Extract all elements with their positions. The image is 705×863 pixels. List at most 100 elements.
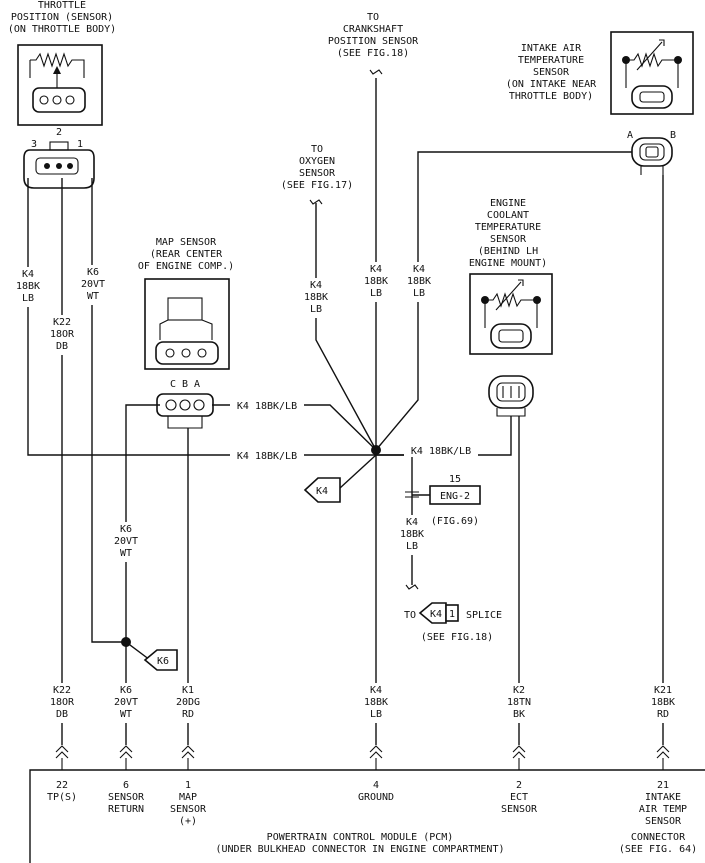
k4-map-wire-label: K4 18BK/LB xyxy=(237,401,297,412)
svg-text:18BK: 18BK xyxy=(16,281,40,292)
svg-text:SENSOR: SENSOR xyxy=(490,234,527,245)
svg-text:(SEE FIG.18): (SEE FIG.18) xyxy=(337,48,409,59)
svg-text:(ON INTAKE NEAR: (ON INTAKE NEAR xyxy=(506,79,597,90)
svg-text:SENSOR: SENSOR xyxy=(533,67,570,78)
svg-text:INTAKE AIR: INTAKE AIR xyxy=(521,43,582,54)
svg-text:RD: RD xyxy=(182,709,194,720)
k4-tps-wire-label: K4 18BK/LB xyxy=(237,451,297,462)
svg-text:POSITION SENSOR: POSITION SENSOR xyxy=(328,36,419,47)
svg-text:2: 2 xyxy=(516,780,522,791)
svg-text:THROTTLE BODY): THROTTLE BODY) xyxy=(509,91,593,102)
svg-text:LB: LB xyxy=(370,709,382,720)
svg-text:SENSOR: SENSOR xyxy=(501,804,538,815)
svg-text:TP(S): TP(S) xyxy=(47,792,77,803)
svg-text:K22: K22 xyxy=(53,317,71,328)
svg-text:OF ENGINE COMP.): OF ENGINE COMP.) xyxy=(138,261,234,272)
svg-text:LB: LB xyxy=(310,304,322,315)
svg-text:SENSOR: SENSOR xyxy=(299,168,336,179)
svg-text:4: 4 xyxy=(373,780,379,791)
svg-text:(SEE FIG.18): (SEE FIG.18) xyxy=(421,632,493,643)
svg-text:LB: LB xyxy=(413,288,425,299)
svg-text:18BK: 18BK xyxy=(364,697,388,708)
svg-text:(REAR CENTER: (REAR CENTER xyxy=(150,249,223,260)
svg-text:ENGINE: ENGINE xyxy=(490,198,526,209)
svg-text:(+): (+) xyxy=(179,816,197,827)
tps-pin-3: 3 xyxy=(31,139,37,150)
crankshaft-position-label: TO CRANKSHAFT POSITION SENSOR (SEE FIG.1… xyxy=(328,12,419,59)
svg-text:BK: BK xyxy=(513,709,525,720)
svg-text:21: 21 xyxy=(657,780,669,791)
svg-text:18TN: 18TN xyxy=(507,697,531,708)
svg-text:K6: K6 xyxy=(120,524,132,535)
svg-text:K4: K4 xyxy=(430,609,442,620)
svg-text:(SEE FIG.17): (SEE FIG.17) xyxy=(281,180,353,191)
svg-text:GROUND: GROUND xyxy=(358,792,394,803)
svg-text:K6: K6 xyxy=(157,656,169,667)
pcm-pin-marks xyxy=(55,745,670,770)
svg-text:18OR: 18OR xyxy=(50,697,75,708)
pcm-title-line2: (UNDER BULKHEAD CONNECTOR IN ENGINE COMP… xyxy=(216,844,505,855)
svg-text:TO: TO xyxy=(311,144,323,155)
k4-ect-wire-label: K4 18BK/LB xyxy=(411,446,471,457)
svg-text:TEMPERATURE: TEMPERATURE xyxy=(475,222,541,233)
svg-text:RD: RD xyxy=(657,709,669,720)
tps-title-line3: (ON THROTTLE BODY) xyxy=(8,24,116,35)
svg-text:CONNECTOR: CONNECTOR xyxy=(631,832,686,843)
wire-labels: K4 18BK LB K6 20VT WT K22 18OR DB K4 18B… xyxy=(16,262,478,562)
throttle-position-sensor: THROTTLE POSITION (SENSOR) (ON THROTTLE … xyxy=(8,0,116,189)
svg-text:SENSOR: SENSOR xyxy=(108,792,145,803)
svg-text:DB: DB xyxy=(56,341,68,352)
svg-text:18BK: 18BK xyxy=(407,276,431,287)
svg-text:ENG-2: ENG-2 xyxy=(440,491,470,502)
oxygen-sensor-label: TO OXYGEN SENSOR (SEE FIG.17) xyxy=(281,144,353,191)
svg-text:DB: DB xyxy=(56,709,68,720)
pcm-title-line1: POWERTRAIN CONTROL MODULE (PCM) xyxy=(267,832,454,843)
svg-text:20DG: 20DG xyxy=(176,697,200,708)
svg-text:K4: K4 xyxy=(310,280,322,291)
svg-text:K4: K4 xyxy=(22,269,34,280)
ground-splice-dot xyxy=(371,445,381,455)
svg-text:AIR TEMP: AIR TEMP xyxy=(639,804,687,815)
svg-text:22: 22 xyxy=(56,780,68,791)
svg-text:K21: K21 xyxy=(654,685,672,696)
svg-text:K4: K4 xyxy=(413,264,425,275)
svg-text:INTAKE: INTAKE xyxy=(645,792,681,803)
svg-text:MAP SENSOR: MAP SENSOR xyxy=(156,237,217,248)
iat-pin-a: A xyxy=(627,130,633,141)
svg-text:18BK: 18BK xyxy=(304,292,328,303)
svg-text:6: 6 xyxy=(123,780,129,791)
svg-text:20VT: 20VT xyxy=(114,536,138,547)
svg-text:K1: K1 xyxy=(182,685,194,696)
svg-text:WT: WT xyxy=(87,291,99,302)
tps-pin-2: 2 xyxy=(56,127,62,138)
svg-text:LB: LB xyxy=(370,288,382,299)
svg-text:SENSOR: SENSOR xyxy=(645,816,682,827)
tps-pin-1: 1 xyxy=(77,139,83,150)
svg-text:K6: K6 xyxy=(87,267,99,278)
tps-title-line1: THROTTLE xyxy=(38,0,86,11)
tps-title-line2: POSITION (SENSOR) xyxy=(11,12,113,23)
svg-text:20VT: 20VT xyxy=(81,279,105,290)
svg-text:MAP: MAP xyxy=(179,792,197,803)
svg-text:TEMPERATURE: TEMPERATURE xyxy=(518,55,584,66)
svg-text:OXYGEN: OXYGEN xyxy=(299,156,335,167)
svg-text:(BEHIND LH: (BEHIND LH xyxy=(478,246,538,257)
svg-text:K2: K2 xyxy=(513,685,525,696)
svg-text:COOLANT: COOLANT xyxy=(487,210,529,221)
svg-text:K4: K4 xyxy=(316,486,328,497)
svg-text:18BK: 18BK xyxy=(364,276,388,287)
svg-text:WT: WT xyxy=(120,709,132,720)
svg-text:TO: TO xyxy=(367,12,379,23)
map-pin-labels: C B A xyxy=(170,379,200,390)
k6-connector-diamond: K6 xyxy=(143,649,178,671)
engine-coolant-temperature-sensor: ENGINE COOLANT TEMPERATURE SENSOR (BEHIN… xyxy=(469,198,553,417)
k4-connector-diamond: K4 xyxy=(303,477,341,503)
svg-text:(SEE FIG. 64): (SEE FIG. 64) xyxy=(619,844,697,855)
svg-text:WT: WT xyxy=(120,548,132,559)
svg-text:K4: K4 xyxy=(406,517,418,528)
svg-text:RETURN: RETURN xyxy=(108,804,144,815)
splice-reference: TO K4 1 SPLICE (SEE FIG.18) xyxy=(404,602,502,643)
svg-text:SENSOR: SENSOR xyxy=(170,804,207,815)
svg-text:20VT: 20VT xyxy=(114,697,138,708)
